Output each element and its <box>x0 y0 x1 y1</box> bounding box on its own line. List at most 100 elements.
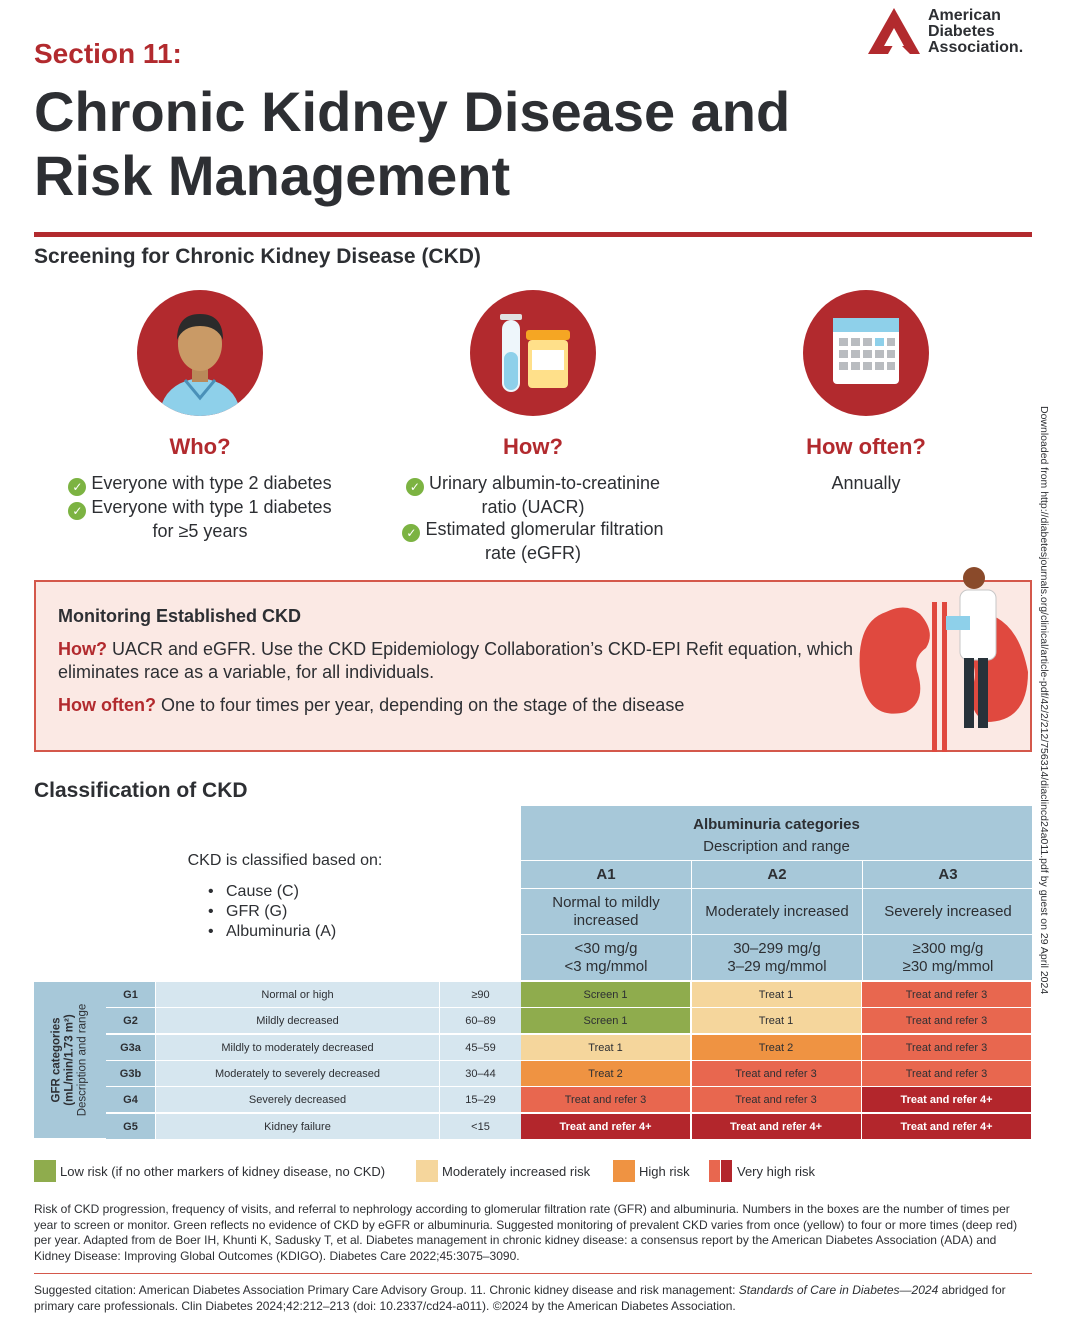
list-item: ✓Estimated glomerular filtration <box>373 518 693 542</box>
screening-heading: Screening for Chronic Kidney Disease (CK… <box>34 245 481 268</box>
gfr-code: G4 <box>106 1087 156 1114</box>
legend-label: Very high risk <box>737 1164 816 1179</box>
a1-desc: Normal to mildly increased <box>552 893 660 929</box>
who-heading: Who? <box>169 434 231 459</box>
how-often-column: How often? Annually <box>706 290 1026 494</box>
list-item-cont: ratio (UACR) <box>481 497 585 517</box>
risk-cell: Treat and refer 4+ <box>521 1113 691 1140</box>
gfr-description: Severely decreased <box>156 1087 440 1114</box>
based-on-list: Cause (C) GFR (G) Albuminuria (A) <box>200 882 336 942</box>
gfr-description: Moderately to severely decreased <box>156 1060 440 1087</box>
check-icon: ✓ <box>68 478 87 496</box>
who-list: ✓Everyone with type 2 diabetes ✓Everyone… <box>40 472 360 542</box>
how-column: How? ✓Urinary albumin-to-creatinine rati… <box>373 290 693 564</box>
risk-cell: Treat and refer 3 <box>862 982 1032 1008</box>
risk-cell: Treat and refer 4+ <box>691 1113 862 1140</box>
how-heading: How? <box>503 434 563 459</box>
legend-swatch-very-high-deep <box>721 1160 732 1182</box>
risk-cell: Treat and refer 3 <box>691 1087 862 1114</box>
gfr-description: Mildly decreased <box>156 1008 440 1035</box>
legend-swatch-moderate <box>416 1160 438 1182</box>
a2-desc: Moderately increased <box>705 902 849 920</box>
gfr-code: G2 <box>106 1008 156 1035</box>
ada-logo-text: American Diabetes Association. <box>928 7 1024 56</box>
legend-swatch-low <box>34 1160 56 1182</box>
a1-range: <30 mg/g<3 mg/mmol <box>564 939 648 975</box>
footer-rule <box>34 1273 1032 1274</box>
legend-swatch-very-high <box>709 1160 720 1182</box>
risk-cell: Treat and refer 3 <box>862 1060 1032 1087</box>
list-item-cont: rate (eGFR) <box>484 543 581 563</box>
risk-cell: Treat 1 <box>521 1034 691 1061</box>
check-icon: ✓ <box>402 524 421 542</box>
legend-swatch-high <box>613 1160 635 1182</box>
list-item: Cause (C) <box>200 882 336 902</box>
gfr-range: 45–59 <box>440 1034 521 1061</box>
a3-code: A3 <box>938 865 958 883</box>
list-item: GFR (G) <box>200 902 336 922</box>
albuminuria-header: Albuminuria categories Description and r… <box>521 806 1032 980</box>
a3-desc: Severely increased <box>884 902 1012 920</box>
risk-cell: Treat 2 <box>521 1060 691 1087</box>
risk-cell: Treat and refer 4+ <box>862 1087 1032 1114</box>
test-tube-icon <box>470 290 596 416</box>
how-list: ✓Urinary albumin-to-creatinine ratio (UA… <box>373 472 693 564</box>
list-item-cont: for ≥5 years <box>152 521 248 541</box>
risk-cell: Treat and refer 3 <box>862 1034 1032 1061</box>
albuminuria-subtitle: Description and range <box>703 838 850 855</box>
gfr-code: G5 <box>106 1113 156 1140</box>
title-rule <box>34 232 1032 237</box>
list-item: Albuminuria (A) <box>200 922 336 942</box>
how-often-heading: How often? <box>806 434 926 459</box>
gfr-range: 30–44 <box>440 1060 521 1087</box>
risk-cell: Treat and refer 3 <box>691 1060 862 1087</box>
gfr-description: Kidney failure <box>156 1113 440 1140</box>
citation: Suggested citation: American Diabetes As… <box>34 1283 1006 1313</box>
gfr-range: 60–89 <box>440 1008 521 1035</box>
check-icon: ✓ <box>68 502 87 520</box>
who-column: Who? ✓Everyone with type 2 diabetes ✓Eve… <box>40 290 360 542</box>
monitoring-how: How? UACR and eGFR. Use the CKD Epidemio… <box>58 639 853 682</box>
gfr-range: 15–29 <box>440 1087 521 1114</box>
list-item: ✓Urinary albumin-to-creatinine <box>373 472 693 496</box>
classification-heading: Classification of CKD <box>34 779 248 802</box>
footnote: Risk of CKD progression, frequency of vi… <box>34 1202 1018 1263</box>
gfr-description: Normal or high <box>156 982 440 1008</box>
kidney-doctor-icon <box>859 567 1028 752</box>
gfr-categories-label: GFR categories (mL/min/1.73 m²) Descript… <box>34 982 106 1138</box>
download-note: Downloaded from http://diabetesjournals.… <box>1038 406 1050 995</box>
gfr-range: <15 <box>440 1113 521 1140</box>
albuminuria-title: Albuminuria categories <box>693 816 860 833</box>
based-on-text: CKD is classified based on: <box>187 852 383 869</box>
risk-cell: Treat and refer 3 <box>862 1008 1032 1035</box>
check-icon: ✓ <box>405 478 424 496</box>
legend-label: Moderately increased risk <box>442 1164 591 1179</box>
page-title: Chronic Kidney Disease and Risk Manageme… <box>34 80 791 207</box>
risk-cell: Treat 1 <box>691 982 862 1008</box>
risk-cell: Treat and refer 4+ <box>862 1113 1032 1140</box>
monitoring-often: How often? One to four times per year, d… <box>58 695 685 715</box>
gfr-description: Mildly to moderately decreased <box>156 1034 440 1061</box>
ada-triangle-icon <box>868 8 920 54</box>
list-item: ✓Everyone with type 2 diabetes <box>40 472 360 496</box>
risk-cell: Treat 1 <box>691 1008 862 1035</box>
section-label: Section 11: <box>34 38 182 69</box>
list-item: ✓Everyone with type 1 diabetes <box>40 496 360 520</box>
legend-label: High risk <box>639 1164 690 1179</box>
a3-range: ≥300 mg/g≥30 mg/mmol <box>902 939 994 975</box>
gfr-code: G1 <box>106 982 156 1008</box>
person-icon <box>137 290 263 416</box>
ada-logo: American Diabetes Association. <box>866 6 1046 62</box>
a1-code: A1 <box>596 865 616 883</box>
gfr-code: G3a <box>106 1034 156 1061</box>
risk-cell: Treat and refer 3 <box>521 1087 691 1114</box>
gfr-code: G3b <box>106 1060 156 1087</box>
monitoring-heading: Monitoring Established CKD <box>58 606 301 626</box>
